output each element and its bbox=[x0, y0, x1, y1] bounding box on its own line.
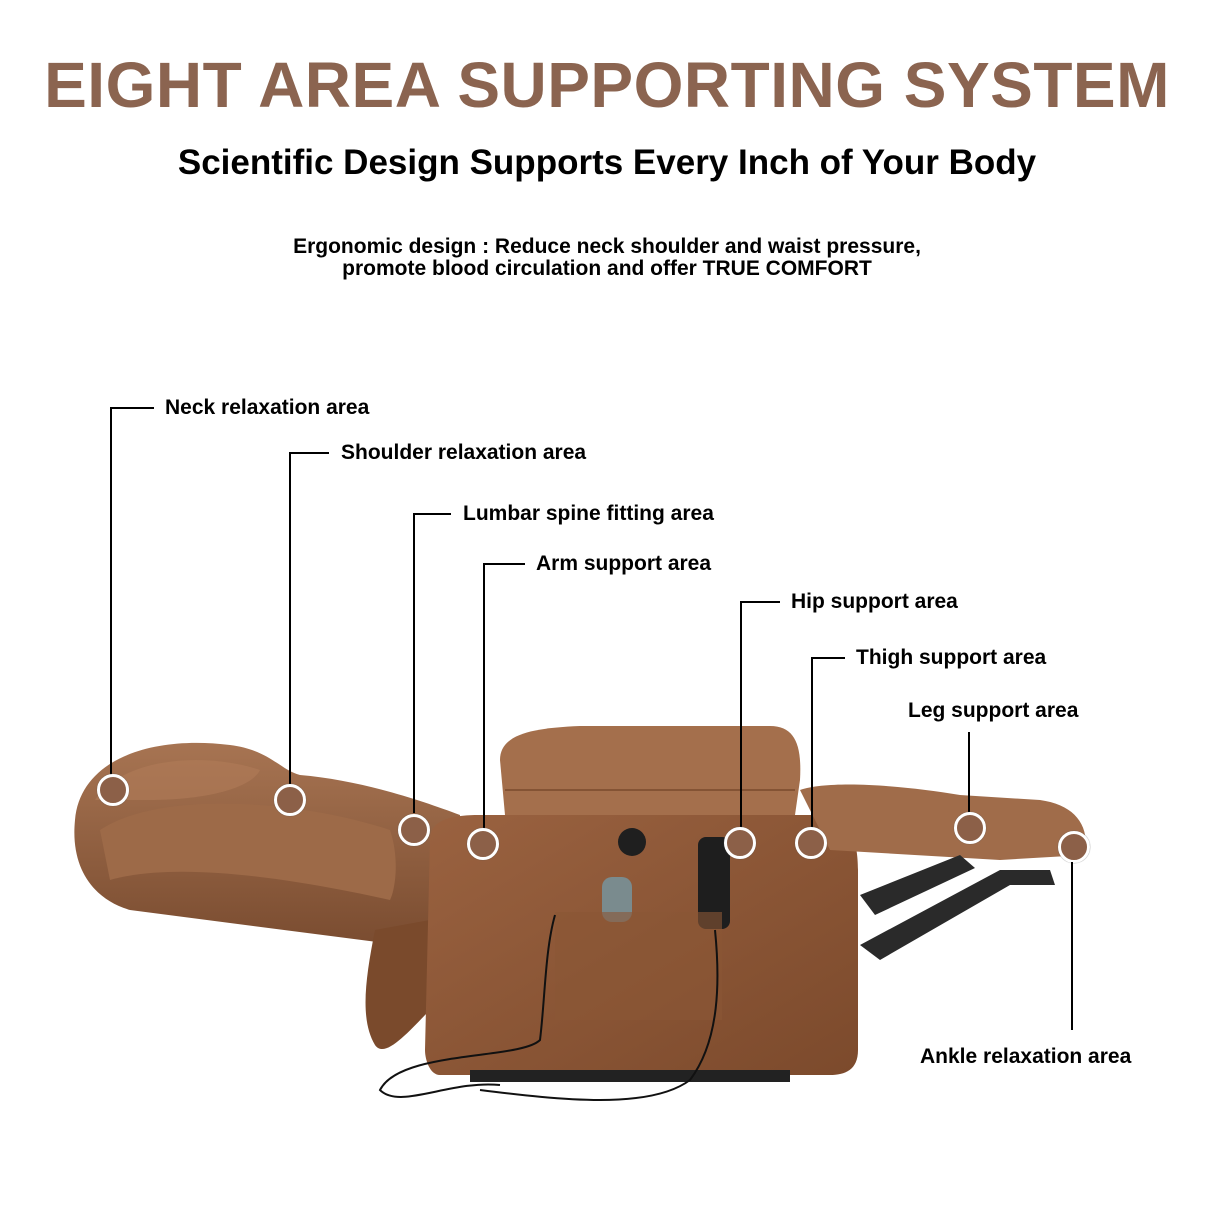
lumbar-callout-line-h bbox=[413, 513, 451, 515]
page-subtitle: Scientific Design Supports Every Inch of… bbox=[177, 143, 1037, 182]
thigh-callout-line-h bbox=[811, 657, 845, 659]
neck-callout-line-v bbox=[110, 407, 112, 777]
lumbar-callout-line-v bbox=[413, 513, 415, 813]
shoulder-area-label: Shoulder relaxation area bbox=[341, 441, 587, 464]
leg-area-label: Leg support area bbox=[908, 699, 1079, 722]
ankle-area-label: Ankle relaxation area bbox=[920, 1045, 1132, 1068]
hip-area-marker bbox=[724, 827, 756, 859]
page-title: EIGHT AREA SUPPORTING SYSTEM bbox=[44, 49, 1170, 121]
neck-callout-line-h bbox=[110, 407, 154, 409]
leg-area-marker bbox=[954, 812, 986, 844]
description: Ergonomic design : Reduce neck shoulder … bbox=[0, 236, 1214, 280]
arm-callout-line-v bbox=[483, 563, 485, 829]
leg-callout-line-v bbox=[968, 732, 970, 812]
neck-area-label: Neck relaxation area bbox=[165, 396, 370, 419]
thigh-callout-line-v bbox=[811, 657, 813, 829]
neck-area-marker bbox=[97, 774, 129, 806]
description-line-1: Ergonomic design : Reduce neck shoulder … bbox=[293, 235, 921, 258]
ankle-area-marker bbox=[1058, 831, 1090, 863]
lumbar-area-marker bbox=[398, 814, 430, 846]
lumbar-area-label: Lumbar spine fitting area bbox=[463, 502, 714, 525]
hip-area-label: Hip support area bbox=[791, 590, 958, 613]
shoulder-callout-line-h bbox=[289, 452, 329, 454]
hip-callout-line-v bbox=[740, 601, 742, 829]
thigh-area-marker bbox=[795, 827, 827, 859]
shoulder-callout-line-v bbox=[289, 452, 291, 787]
arm-area-label: Arm support area bbox=[536, 552, 712, 575]
ankle-callout-line-v bbox=[1071, 862, 1073, 1030]
thigh-area-label: Thigh support area bbox=[856, 646, 1047, 669]
shoulder-area-marker bbox=[274, 784, 306, 816]
arm-callout-line-h bbox=[483, 563, 525, 565]
hip-callout-line-h bbox=[740, 601, 780, 603]
arm-area-marker bbox=[467, 828, 499, 860]
description-line-2: promote blood circulation and offer TRUE… bbox=[342, 257, 872, 280]
